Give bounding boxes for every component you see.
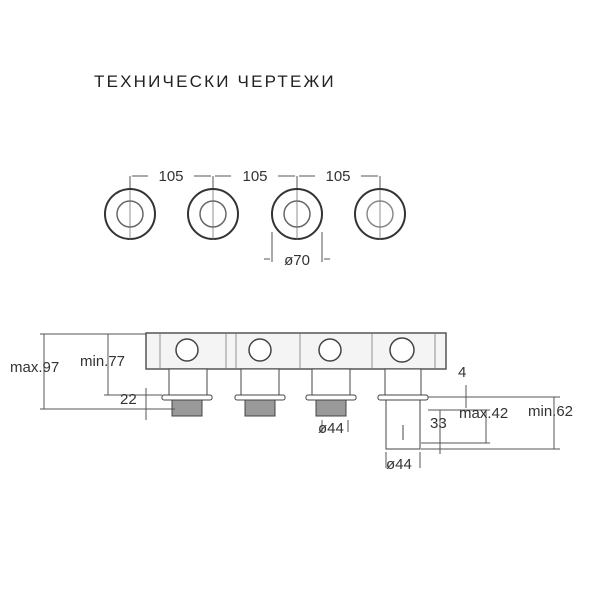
max-depth-label: max.42 [459,405,508,422]
outlet-2 [234,338,286,417]
min-height-label: min.77 [80,353,125,370]
outlet-4 [377,337,429,450]
nut-diameter-label: ø44 [318,420,344,437]
cylinder-diameter-label: ø44 [386,456,412,473]
knob-2 [187,188,239,240]
spacing-label-1: 105 [158,168,183,185]
cylinder-label: 33 [430,415,447,432]
min-depth-label: min.62 [528,403,573,420]
outlet-1 [161,338,213,417]
spacing-label-2: 105 [242,168,267,185]
knob-4 [354,188,406,240]
thread-label: 22 [120,391,137,408]
side-view: max.97 min.77 22 ø44 ø44 4 33 max.42 min… [10,332,573,473]
knob-1 [104,188,156,240]
outlet-3 [305,338,357,417]
knob-3 [271,188,323,240]
front-view: 105 105 105 ø70 [104,168,406,269]
spacing-label-3: 105 [325,168,350,185]
max-height-label: max.97 [10,359,59,376]
diameter-label: ø70 [284,252,310,269]
drawing-title: ТЕХНИЧЕСКИ ЧЕРТЕЖИ [94,72,336,91]
offset-label: 4 [458,364,466,381]
